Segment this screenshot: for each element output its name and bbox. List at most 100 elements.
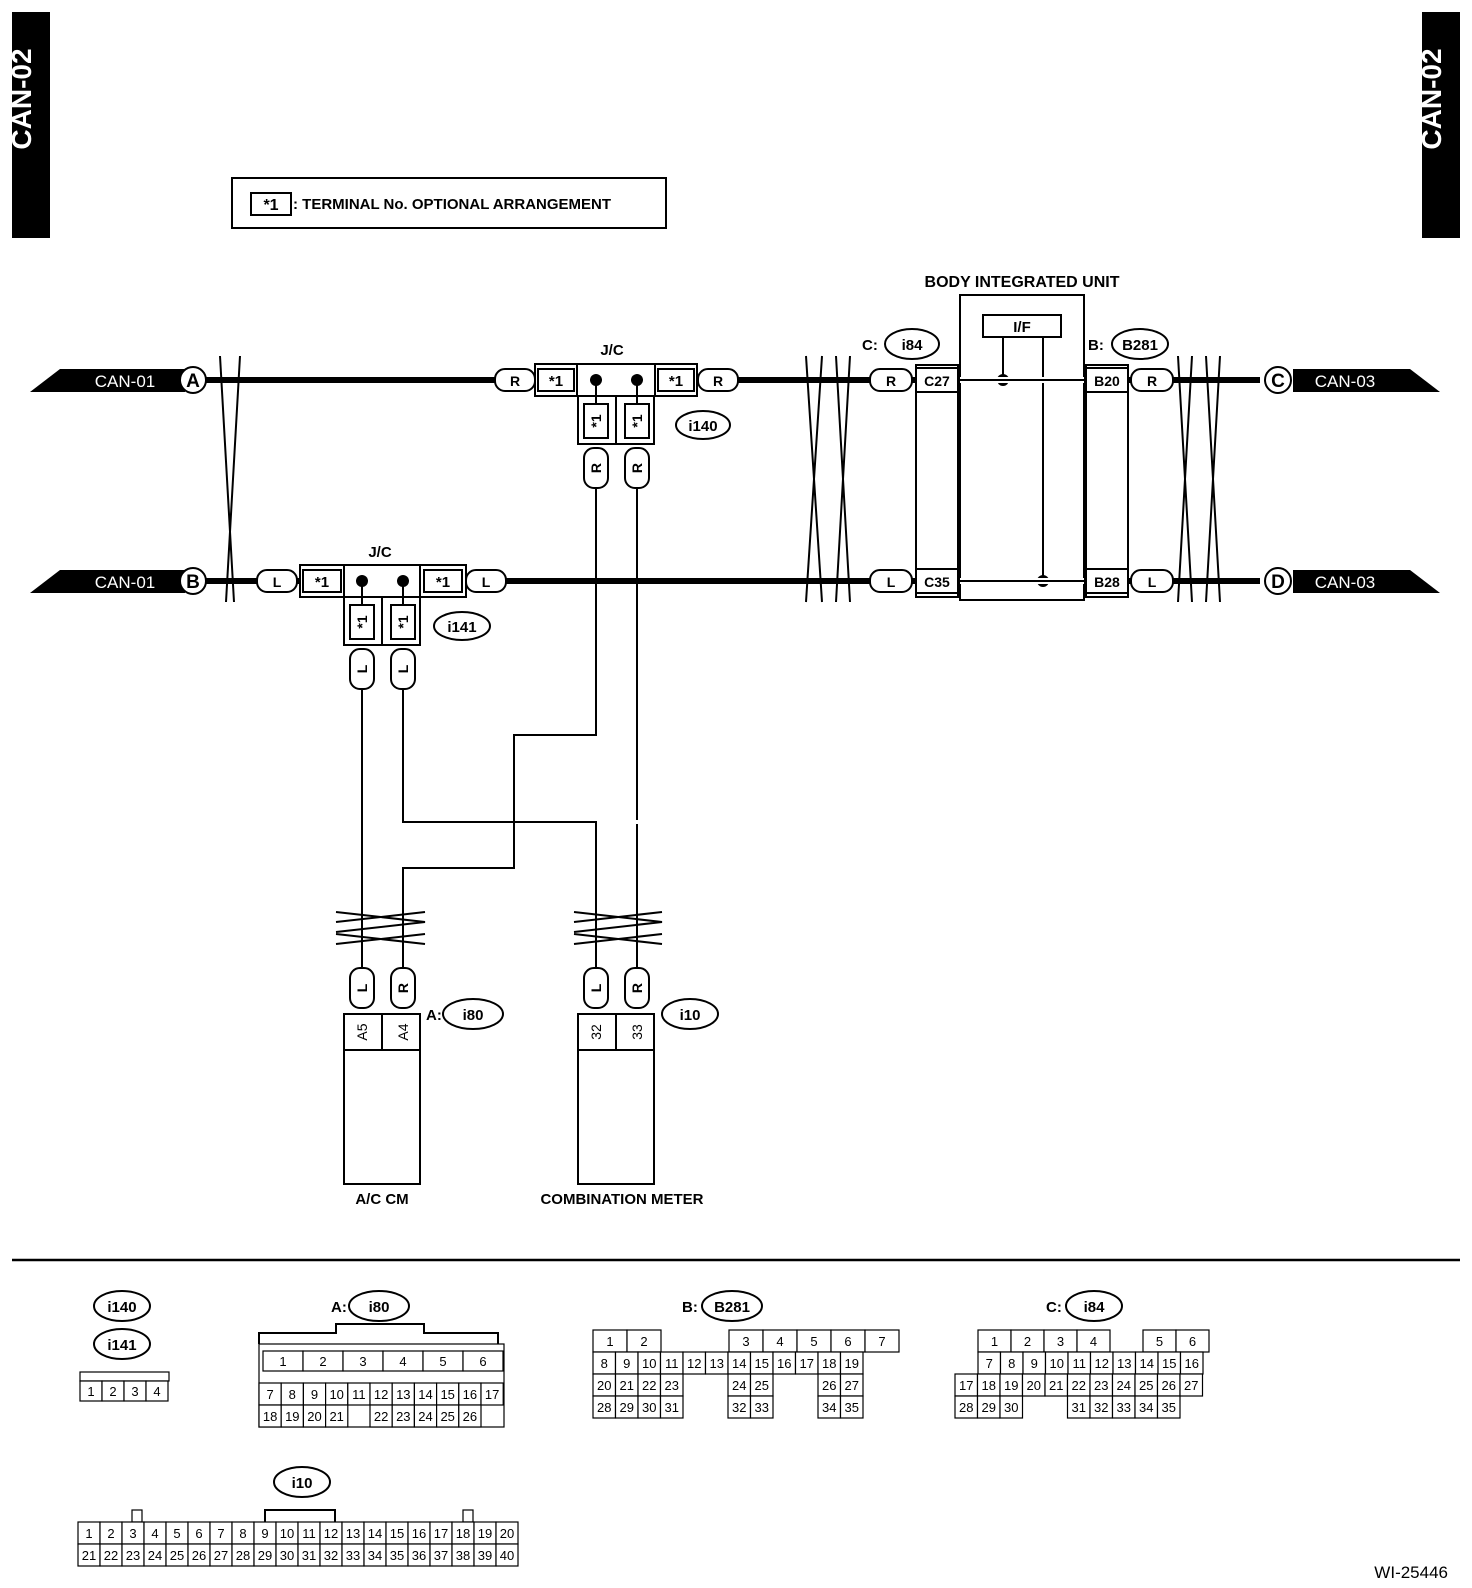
b281-pin: 35 bbox=[845, 1400, 859, 1415]
svg-text:i140: i140 bbox=[107, 1299, 136, 1316]
ref-arrow-d: D CAN-03 bbox=[1264, 567, 1440, 595]
i84-pin: 17 bbox=[959, 1378, 973, 1393]
svg-text:32: 32 bbox=[588, 1024, 604, 1040]
i84-pin: 22 bbox=[1072, 1378, 1086, 1393]
tab-right-label: CAN-02 bbox=[1416, 48, 1447, 149]
i10-pin: 3 bbox=[129, 1526, 136, 1541]
i10-pin: 15 bbox=[390, 1526, 404, 1541]
branch-wires bbox=[361, 488, 641, 968]
i84-pin: 21 bbox=[1049, 1378, 1063, 1393]
svg-text:L: L bbox=[588, 983, 604, 992]
combination-meter-module: L R 32 33 COMBINATION METER i10 bbox=[540, 967, 719, 1208]
svg-text:C35: C35 bbox=[924, 574, 950, 590]
b281-cell bbox=[749, 1395, 774, 1419]
svg-text:C27: C27 bbox=[924, 373, 950, 389]
b281-pin: 3 bbox=[742, 1334, 749, 1349]
i80-cell bbox=[325, 1404, 349, 1428]
i10-pin: 5 bbox=[173, 1526, 180, 1541]
svg-text:R: R bbox=[1147, 373, 1157, 389]
i140-pin: 2 bbox=[109, 1384, 116, 1399]
twist-mark-mid bbox=[805, 355, 851, 603]
i84-pin: 24 bbox=[1117, 1378, 1131, 1393]
i84-pin: 14 bbox=[1140, 1356, 1154, 1371]
svg-text:33: 33 bbox=[629, 1024, 645, 1040]
b281-pin: 34 bbox=[822, 1400, 836, 1415]
i10-pin: 31 bbox=[302, 1548, 316, 1563]
svg-text:*1: *1 bbox=[436, 574, 450, 591]
svg-text:A:: A: bbox=[426, 1007, 442, 1024]
i84-pin: 6 bbox=[1189, 1334, 1196, 1349]
ref-arrow-a: CAN-01 A bbox=[30, 366, 207, 394]
i10-pin: 25 bbox=[170, 1548, 184, 1563]
b281-pin: 22 bbox=[642, 1378, 656, 1393]
i80-pin: 13 bbox=[396, 1387, 410, 1402]
i10-pin: 13 bbox=[346, 1526, 360, 1541]
b281-pin: 10 bbox=[642, 1356, 656, 1371]
i80-pin: 21 bbox=[329, 1409, 343, 1424]
junction-connector-top: J/C *1 *1 *1 *1 R R R R i140 bbox=[494, 342, 739, 489]
i10-pin: 28 bbox=[236, 1548, 250, 1563]
b281-pin: 6 bbox=[844, 1334, 851, 1349]
i10-pin: 1 bbox=[85, 1526, 92, 1541]
i80-pin: 15 bbox=[440, 1387, 454, 1402]
i80-pin: 17 bbox=[485, 1387, 499, 1402]
i80-pin: 9 bbox=[311, 1387, 318, 1402]
b281-pin: 27 bbox=[845, 1378, 859, 1393]
svg-text:*1: *1 bbox=[315, 574, 329, 591]
i140-cell bbox=[145, 1380, 169, 1402]
b281-pin: 12 bbox=[687, 1356, 701, 1371]
i10-pin: 12 bbox=[324, 1526, 338, 1541]
i84-pin: 20 bbox=[1027, 1378, 1041, 1393]
i80-pin: 23 bbox=[396, 1409, 410, 1424]
i80-pin: 7 bbox=[266, 1387, 273, 1402]
svg-text:i10: i10 bbox=[292, 1475, 313, 1492]
svg-text:*1: *1 bbox=[588, 414, 604, 427]
svg-text:L: L bbox=[1148, 574, 1157, 590]
i80-cell bbox=[480, 1382, 504, 1406]
i84-pin: 18 bbox=[982, 1378, 996, 1393]
svg-text:C: C bbox=[1271, 371, 1285, 392]
i84-pin: 12 bbox=[1095, 1356, 1109, 1371]
i84-pin: 29 bbox=[982, 1400, 996, 1415]
i84-pin: 4 bbox=[1090, 1334, 1097, 1349]
b281-pin: 7 bbox=[878, 1334, 885, 1349]
conn-i10: i10 bbox=[680, 1007, 701, 1024]
b281-pin: 19 bbox=[845, 1356, 859, 1371]
b281-pin: 17 bbox=[800, 1356, 814, 1371]
twist-mark-left bbox=[219, 355, 241, 603]
i10-pin: 24 bbox=[148, 1548, 162, 1563]
i80-cell bbox=[462, 1350, 504, 1372]
svg-text:*1: *1 bbox=[354, 615, 370, 628]
i10-pin: 7 bbox=[217, 1526, 224, 1541]
svg-text:CAN-03: CAN-03 bbox=[1315, 573, 1375, 592]
body-integrated-unit: BODY INTEGRATED UNIT I/F C27 C35 B20 B28… bbox=[862, 274, 1174, 601]
i80-pin: 20 bbox=[307, 1409, 321, 1424]
b281-pin: 30 bbox=[642, 1400, 656, 1415]
i10-pin: 40 bbox=[500, 1548, 514, 1563]
b281-pin: 33 bbox=[755, 1400, 769, 1415]
b281-pin: 9 bbox=[623, 1356, 630, 1371]
tab-left-label: CAN-02 bbox=[6, 48, 37, 149]
svg-text:i80: i80 bbox=[369, 1299, 390, 1316]
svg-text:L: L bbox=[354, 664, 370, 673]
i84-cell bbox=[999, 1395, 1024, 1419]
svg-text:A: A bbox=[186, 371, 200, 392]
i80-pin: 8 bbox=[289, 1387, 296, 1402]
svg-text:*1: *1 bbox=[395, 615, 411, 628]
svg-text:L: L bbox=[887, 574, 896, 590]
svg-text:R: R bbox=[588, 463, 604, 473]
i84-pin: 10 bbox=[1050, 1356, 1064, 1371]
svg-text:A4: A4 bbox=[395, 1023, 411, 1040]
svg-text:R: R bbox=[395, 983, 411, 993]
i10-pin: 11 bbox=[302, 1526, 316, 1541]
svg-text:R: R bbox=[713, 373, 723, 389]
svg-text:B:: B: bbox=[1088, 337, 1104, 354]
svg-text:CAN-01: CAN-01 bbox=[95, 372, 155, 391]
i80-pin: 14 bbox=[418, 1387, 432, 1402]
i10-pin: 34 bbox=[368, 1548, 382, 1563]
conn-i140: i140 bbox=[688, 418, 717, 435]
svg-text:L: L bbox=[482, 574, 491, 590]
i84-pin: 26 bbox=[1162, 1378, 1176, 1393]
